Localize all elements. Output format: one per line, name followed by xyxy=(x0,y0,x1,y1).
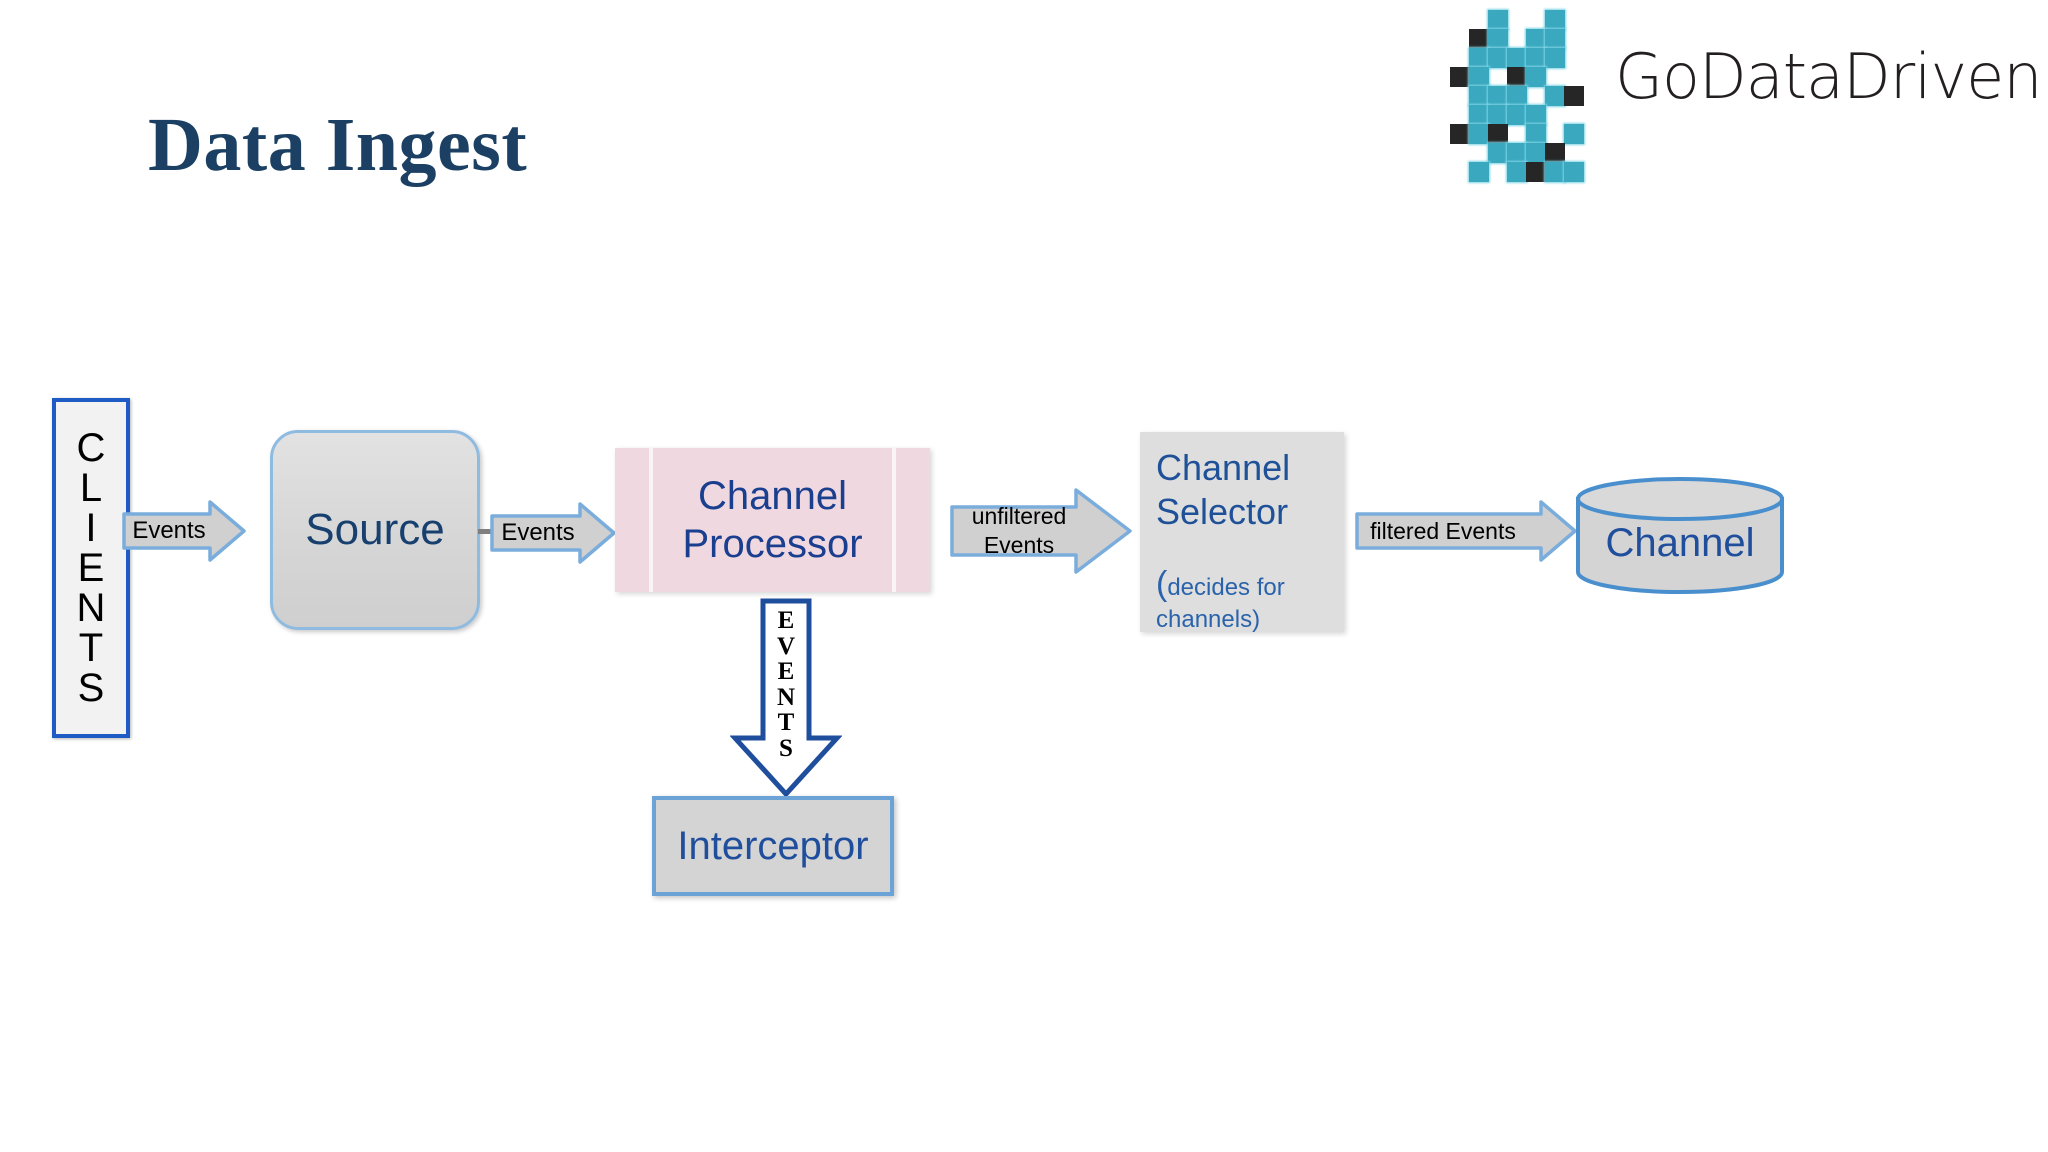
page-title: Data Ingest xyxy=(148,103,528,187)
logo-cell xyxy=(1469,67,1489,87)
arrow-clients-to-source: Events xyxy=(122,500,246,562)
logo-cell xyxy=(1564,162,1584,182)
node-channel-selector: Channel Selector (decides for channels) xyxy=(1140,432,1344,633)
logo-cell xyxy=(1450,67,1470,87)
pixel-grid-logo-icon xyxy=(1450,10,1584,182)
logo-cell xyxy=(1507,48,1527,68)
node-interceptor-label: Interceptor xyxy=(677,823,869,868)
node-channel-processor-label: Channel Processor xyxy=(682,474,863,566)
node-channel-selector-title: Channel Selector xyxy=(1156,447,1291,532)
arrow-source-to-processor: Events xyxy=(490,502,616,564)
logo-cell xyxy=(1545,162,1565,182)
logo-cell xyxy=(1507,105,1527,125)
arrow-selector-to-channel: filtered Events xyxy=(1355,500,1577,562)
clients-label-letter-1: L xyxy=(79,466,103,510)
node-channel-processor: Channel Processor xyxy=(615,448,930,592)
logo-cell xyxy=(1450,124,1470,144)
logo-cell xyxy=(1545,86,1565,106)
logo-cell xyxy=(1545,29,1565,49)
processor-divider-right xyxy=(892,448,896,592)
logo-cell xyxy=(1469,48,1489,68)
logo-cell xyxy=(1507,162,1527,182)
clients-label-letter-4: N xyxy=(76,586,106,630)
logo-cell xyxy=(1488,48,1508,68)
logo-cell xyxy=(1469,124,1489,144)
node-channel-selector-subtitle-text: decides for channels) xyxy=(1156,574,1285,633)
logo-cell xyxy=(1545,48,1565,68)
logo-cell xyxy=(1469,29,1489,49)
logo-cell xyxy=(1488,143,1508,163)
node-source-label: Source xyxy=(305,505,445,554)
logo-cell xyxy=(1526,48,1546,68)
logo-cell xyxy=(1488,124,1508,144)
node-interceptor: Interceptor xyxy=(652,796,894,896)
node-channel-selector-subtitle: (decides for channels) xyxy=(1156,536,1344,636)
logo-cell xyxy=(1526,67,1546,87)
logo-cell xyxy=(1526,124,1546,144)
node-source: Source xyxy=(270,430,480,630)
brand-logo: GoDataDriven xyxy=(1450,10,2043,182)
clients-label-letter-6: S xyxy=(77,666,105,710)
clients-label-letter-0: C xyxy=(76,426,106,470)
node-channel: Channel xyxy=(1575,477,1785,594)
logo-cell xyxy=(1507,143,1527,163)
logo-cell xyxy=(1469,162,1489,182)
logo-cell xyxy=(1526,143,1546,163)
connector-source-stub xyxy=(478,529,494,534)
clients-label-letter-3: E xyxy=(77,546,105,590)
processor-divider-left xyxy=(649,448,653,592)
logo-cell xyxy=(1488,29,1508,49)
logo-cell xyxy=(1488,10,1508,30)
arrow-processor-to-selector: unfiltered Events xyxy=(950,487,1132,575)
logo-cell xyxy=(1507,67,1527,87)
clients-label-letter-2: I xyxy=(85,506,97,550)
logo-cell xyxy=(1526,29,1546,49)
logo-cell xyxy=(1564,124,1584,144)
logo-cell xyxy=(1526,105,1546,125)
node-channel-selector-paren: ( xyxy=(1156,565,1168,603)
logo-cell xyxy=(1545,143,1565,163)
node-channel-label: Channel xyxy=(1605,521,1755,565)
logo-cell xyxy=(1469,105,1489,125)
logo-cell xyxy=(1526,162,1546,182)
logo-cell xyxy=(1469,86,1489,106)
logo-cell xyxy=(1564,86,1584,106)
logo-cell xyxy=(1507,86,1527,106)
logo-cell xyxy=(1545,10,1565,30)
logo-cell xyxy=(1488,105,1508,125)
logo-cell xyxy=(1488,86,1508,106)
brand-wordmark: GoDataDriven xyxy=(1615,40,2043,113)
clients-label-letter-5: T xyxy=(78,626,104,670)
